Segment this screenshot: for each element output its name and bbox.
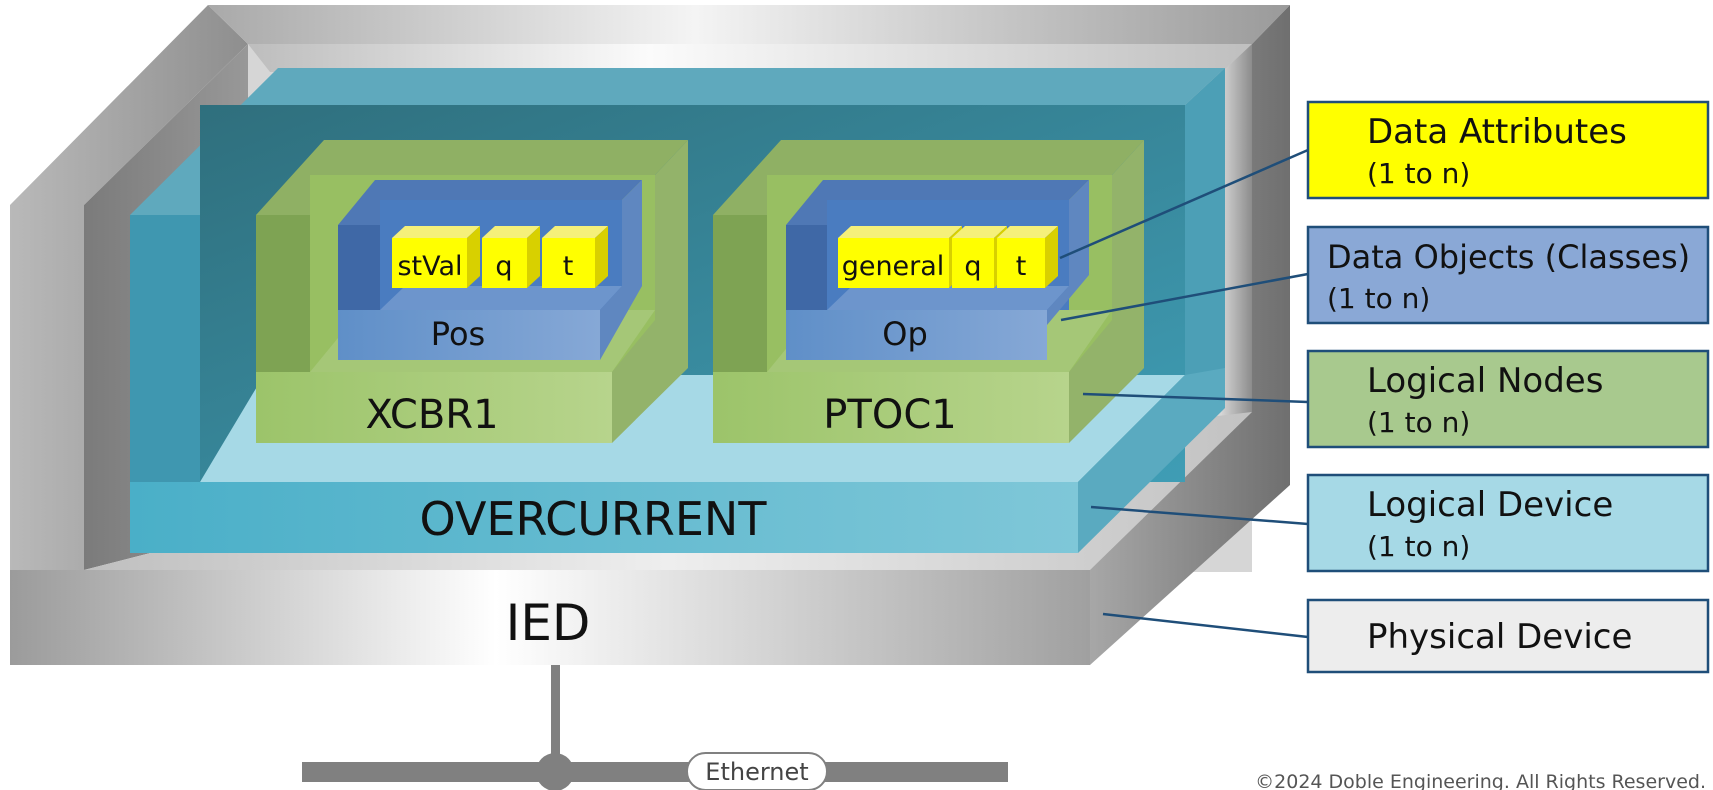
attribute-t-label-2: t bbox=[1016, 251, 1027, 282]
attribute-cube-q-1 bbox=[482, 226, 540, 288]
attribute-cube-t-2 bbox=[997, 226, 1058, 288]
ethernet-connection: Ethernet bbox=[302, 665, 1008, 790]
attribute-q-label-2: q bbox=[964, 251, 981, 282]
legend-item-physical-device: Physical Device bbox=[1306, 598, 1710, 674]
leader-line-data-objects bbox=[1060, 272, 1309, 322]
legend-item-data-objects: Data Objects (Classes) (1 to n) bbox=[1306, 225, 1710, 325]
logical-node-xcbr1-label: XCBR1 bbox=[365, 392, 498, 438]
logical-device-label: OVERCURRENT bbox=[420, 492, 768, 546]
ethernet-label-pill bbox=[686, 752, 828, 790]
attribute-t-label-1: t bbox=[563, 251, 574, 282]
leader-line-data-attributes bbox=[1059, 148, 1309, 260]
legend-swatch-data-objects bbox=[1306, 225, 1710, 325]
legend: Data Attributes (1 to n) Data Objects (C… bbox=[1306, 100, 1710, 674]
ethernet-bus-bar bbox=[302, 762, 1008, 782]
ethernet-label: Ethernet bbox=[705, 758, 808, 786]
data-object-pos-label: Pos bbox=[431, 315, 485, 353]
data-object-op-label: Op bbox=[882, 315, 928, 353]
leader-line-physical-device bbox=[1102, 612, 1309, 639]
attribute-cube-t-1 bbox=[542, 226, 608, 288]
legend-subtitle-logical-nodes: (1 to n) bbox=[1367, 406, 1470, 439]
ethernet-junction-node bbox=[536, 753, 574, 790]
legend-item-logical-nodes: Logical Nodes (1 to n) bbox=[1306, 349, 1710, 449]
copyright-notice: ©2024 Doble Engineering. All Rights Rese… bbox=[1255, 771, 1706, 790]
legend-subtitle-data-attributes: (1 to n) bbox=[1367, 157, 1470, 190]
legend-title-data-attributes: Data Attributes bbox=[1367, 112, 1627, 152]
attribute-cube-stval bbox=[392, 226, 480, 288]
attribute-q-label-1: q bbox=[495, 251, 512, 282]
legend-title-logical-device: Logical Device bbox=[1367, 485, 1613, 525]
legend-item-logical-device: Logical Device (1 to n) bbox=[1306, 473, 1710, 573]
legend-title-logical-nodes: Logical Nodes bbox=[1367, 361, 1603, 401]
legend-leader-lines bbox=[1059, 148, 1309, 639]
legend-swatch-logical-nodes bbox=[1306, 349, 1710, 449]
legend-item-data-attributes: Data Attributes (1 to n) bbox=[1306, 100, 1710, 200]
legend-subtitle-data-objects: (1 to n) bbox=[1327, 282, 1430, 315]
data-attribute-cubes bbox=[392, 226, 1058, 288]
attribute-stval-label: stVal bbox=[397, 251, 462, 282]
legend-swatch-physical-device bbox=[1306, 598, 1710, 674]
ied-ethernet-cable bbox=[551, 665, 560, 775]
attribute-general-label: general bbox=[842, 251, 945, 282]
legend-swatch-logical-device bbox=[1306, 473, 1710, 573]
legend-swatch-data-attributes bbox=[1306, 100, 1710, 200]
legend-title-physical-device: Physical Device bbox=[1367, 617, 1632, 657]
legend-title-data-objects: Data Objects (Classes) bbox=[1327, 238, 1690, 276]
leader-line-logical-device bbox=[1090, 505, 1309, 526]
physical-device-label: IED bbox=[506, 594, 591, 652]
legend-subtitle-logical-device: (1 to n) bbox=[1367, 530, 1470, 563]
leader-line-logical-nodes bbox=[1082, 392, 1309, 404]
logical-node-ptoc1-label: PTOC1 bbox=[823, 392, 956, 438]
